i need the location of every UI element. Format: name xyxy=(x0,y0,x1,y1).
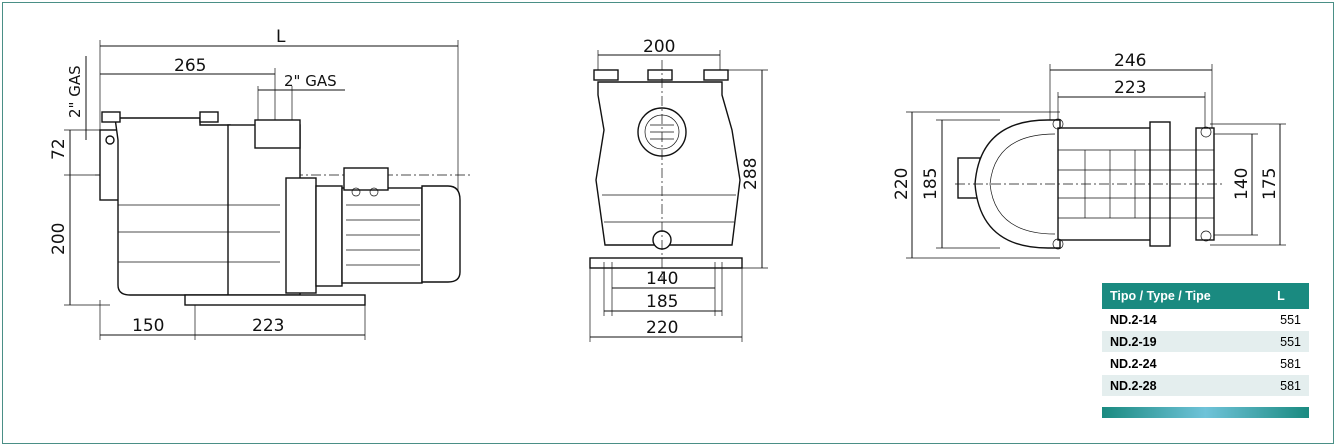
model-cell: ND.2-14 xyxy=(1102,309,1253,331)
table-header-row: Tipo / Type / Tipe L xyxy=(1102,283,1309,309)
top-dim-175: 175 xyxy=(1260,168,1280,200)
table-row: ND.2-14 551 xyxy=(1102,309,1309,331)
length-cell: 551 xyxy=(1253,330,1309,353)
front-dim-220: 220 xyxy=(646,318,678,338)
front-dim-288: 288 xyxy=(741,158,761,190)
table-row: ND.2-28 581 xyxy=(1102,374,1309,397)
model-cell: ND.2-28 xyxy=(1102,374,1253,397)
length-cell: 551 xyxy=(1253,309,1309,331)
top-view: 246 223 220 185 140 175 xyxy=(892,51,1286,259)
side-dim-223: 223 xyxy=(252,316,284,336)
front-view: 200 288 140 185 220 xyxy=(589,37,768,342)
top-dim-223: 223 xyxy=(1114,78,1146,98)
header-L: L xyxy=(1253,283,1309,309)
side-dim-72: 72 xyxy=(49,138,69,160)
table-row: ND.2-24 581 xyxy=(1102,352,1309,375)
side-dim-150: 150 xyxy=(132,316,164,336)
top-dim-185: 185 xyxy=(921,168,941,200)
top-dim-140: 140 xyxy=(1232,168,1252,200)
length-cell: 581 xyxy=(1253,374,1309,397)
top-dim-246: 246 xyxy=(1114,51,1146,71)
side-dim-L: L xyxy=(276,27,286,47)
top-dim-220: 220 xyxy=(892,168,912,200)
models-table: Tipo / Type / Tipe L ND.2-14 551 ND.2-19… xyxy=(1102,283,1309,397)
header-type: Tipo / Type / Tipe xyxy=(1102,283,1253,309)
front-dim-200: 200 xyxy=(643,37,675,57)
front-dim-185: 185 xyxy=(646,292,678,312)
side-dim-200: 200 xyxy=(49,223,69,255)
side-dim-265: 265 xyxy=(174,56,206,76)
table-row: ND.2-19 551 xyxy=(1102,330,1309,353)
front-dim-140: 140 xyxy=(646,269,678,289)
side-view: L 265 2" GAS 2" GAS 72 200 150 223 xyxy=(49,27,470,340)
side-dim-gas-top: 2" GAS xyxy=(284,72,337,90)
model-cell: ND.2-24 xyxy=(1102,352,1253,375)
length-cell: 581 xyxy=(1253,352,1309,375)
model-cell: ND.2-19 xyxy=(1102,330,1253,353)
table-footer-bar xyxy=(1102,407,1309,418)
side-dim-gas-left: 2" GAS xyxy=(66,65,84,118)
